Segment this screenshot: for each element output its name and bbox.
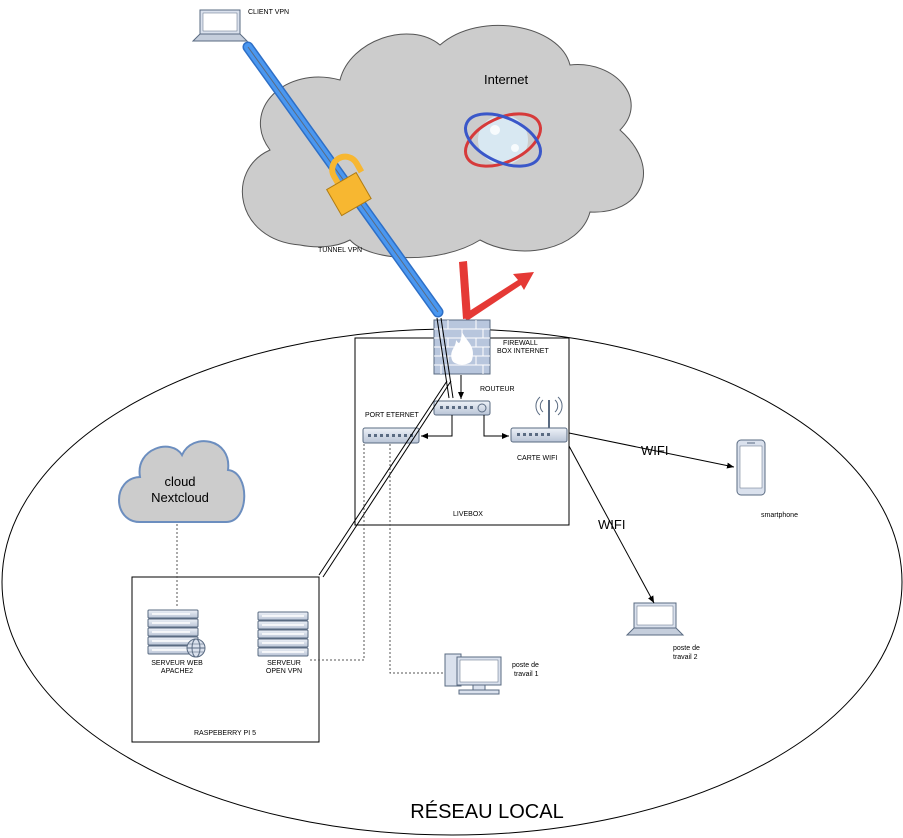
box-internet-label: BOX INTERNET — [497, 348, 549, 355]
workstation-icon — [444, 653, 502, 695]
globe-icon — [464, 112, 542, 168]
raspberry-label: RASPEBERRY PI 5 — [194, 730, 256, 737]
poste2-label: poste de — [673, 645, 700, 652]
internet-label: Internet — [484, 72, 528, 87]
switch-icon — [362, 427, 420, 444]
router-icon — [433, 400, 491, 416]
wifi-label-laptop: WIFI — [598, 517, 625, 532]
nextcloud-cloud — [118, 440, 246, 523]
smartphone-icon — [736, 439, 766, 496]
port-eternet-label: PORT ETERNET — [365, 412, 420, 419]
vpn-tunnel — [242, 41, 444, 318]
wifi-label-smartphone: WIFI — [641, 443, 668, 458]
tunnel-vpn-label: TUNNEL VPN — [318, 247, 362, 254]
reseau-local-label: RÉSEAU LOCAL — [410, 800, 563, 823]
internet-link-arrows — [459, 261, 534, 321]
wifi-antenna-icon — [510, 396, 568, 443]
firewall-label: FIREWALL — [503, 340, 538, 347]
client-vpn-label: CLIENT VPN — [248, 9, 289, 16]
travail1-label: travail 1 — [514, 671, 539, 678]
serveur-web-label: SERVEUR WEB — [151, 660, 203, 667]
laptop-icon — [625, 602, 685, 636]
smartphone-label: smartphone — [761, 512, 798, 519]
openvpn-label: OPEN VPN — [266, 668, 302, 675]
apache2-label: APACHE2 — [161, 668, 193, 675]
serveur-label: SERVEUR — [267, 660, 301, 667]
livebox-label: LIVEBOX — [453, 511, 483, 518]
server-icon — [147, 609, 206, 658]
connections — [318, 317, 735, 604]
nextcloud-label: Nextcloud — [151, 490, 209, 505]
firewall-icon — [433, 319, 491, 375]
internet-cloud — [241, 24, 644, 259]
carte-wifi-label: CARTE WIFI — [517, 455, 557, 462]
travail2-label: travail 2 — [673, 654, 698, 661]
dashed-connections — [176, 444, 445, 674]
poste1-label: poste de — [512, 662, 539, 669]
laptop-icon — [191, 9, 249, 42]
routeur-label: ROUTEUR — [480, 386, 515, 393]
server-icon — [257, 611, 309, 657]
cloud-label: cloud — [164, 474, 195, 489]
lock-icon — [325, 153, 372, 217]
